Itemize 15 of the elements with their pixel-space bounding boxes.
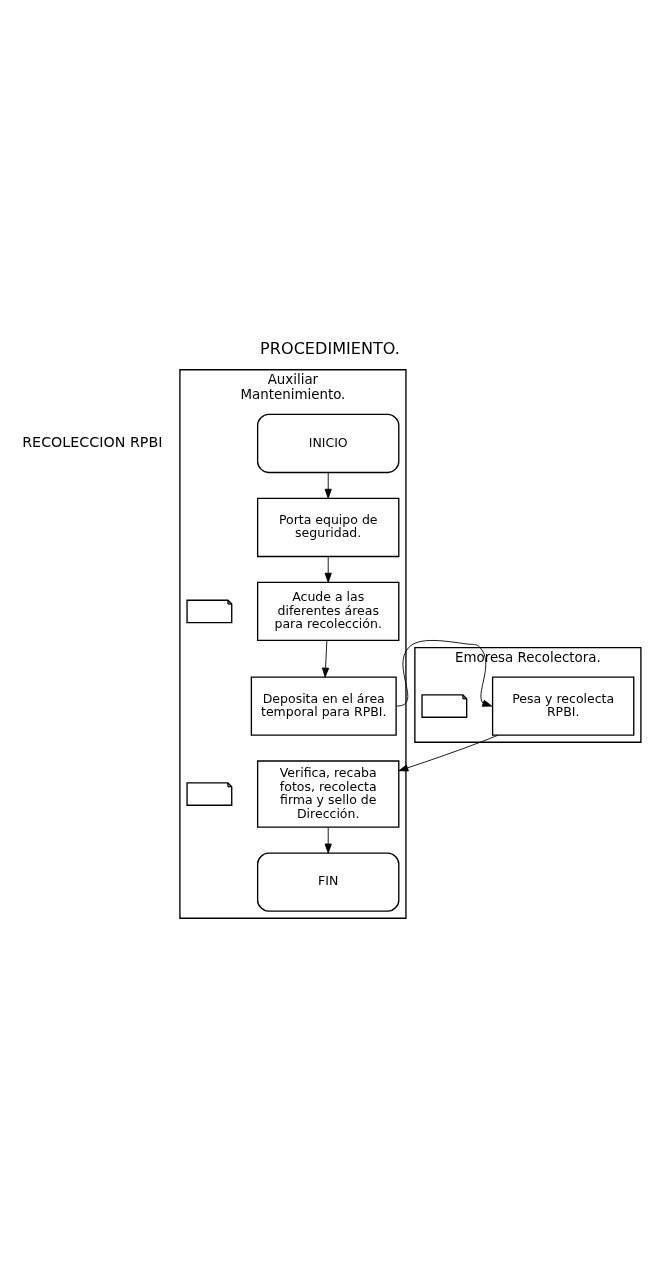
node-box: FIN (256, 852, 400, 912)
label: RECOLECCION RPBI (22, 433, 163, 450)
node-box: Verifica, recaba fotos, recolecta firma y sello de Dirección. (256, 760, 400, 828)
arrow (324, 472, 332, 499)
arrow (321, 640, 330, 678)
arrow (398, 734, 499, 772)
node-box: Porta equipo de seguridad. (256, 497, 400, 558)
node-box: Deposita en el área temporal para RPBI. (250, 676, 397, 736)
diagram-title: PROCEDIMIENTO. (260, 339, 400, 359)
node-box: INICIO (256, 413, 400, 474)
node-box: Acude a las diferentes áreas para recolección. (256, 581, 400, 642)
arrow (324, 556, 332, 583)
arrow (396, 640, 493, 707)
arrow (324, 826, 332, 854)
node-box: Pesa y recolecta RPBI. (491, 676, 635, 736)
